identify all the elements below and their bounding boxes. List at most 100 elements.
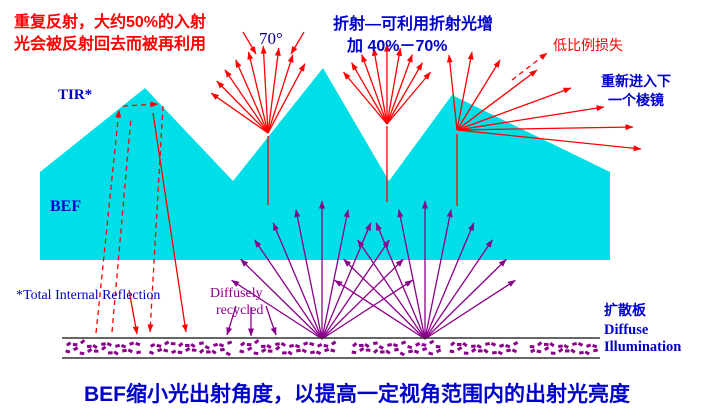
ray-line [424,258,507,340]
ray-line [424,209,453,340]
diffuser-particle [177,350,183,355]
diffuser-particle [352,342,358,348]
refraction-note-line2: 加 40%－70% [347,37,448,55]
ray-line [343,258,426,340]
diffuser-particle [456,342,462,346]
reenter-ray [456,129,642,152]
diffuser-particle [570,348,576,354]
diffuser-particle [550,351,556,355]
ray-line [254,239,323,340]
diffuser-particle [536,349,542,354]
diffuser-particle [530,348,536,354]
tir-label: TIR* [58,87,93,103]
diffuser-particles [65,339,599,357]
diffuse-illumination-label: Diffuse Illumination [604,322,681,357]
diffuser-particle [113,350,119,356]
diffusely-line2: recycled [216,302,264,318]
diffuser-particle [129,341,135,346]
diffuser-particle [122,348,127,353]
ray-line [272,222,323,340]
reenter-ray [456,124,634,131]
diffuser-particle [449,341,456,347]
tir-footnote: *Total Internal Reflection [16,288,161,303]
diffuser-particle [584,350,590,356]
diffuser-particle [492,350,497,355]
diffuser-particle [505,344,511,349]
diffuser-particle [218,343,225,348]
ray-line [210,92,269,134]
diffuser-particle [275,342,280,346]
diffuser-particle [536,341,543,347]
ray-line [267,47,281,134]
diffuser-particle [309,341,315,347]
diffuser-particle [211,349,217,355]
ray-line [386,71,432,125]
diffuser-particle [296,348,301,353]
diffuser-particle [247,346,253,352]
diffuse-illumination-line1: Diffuse [604,322,649,338]
diffuser-particle [401,340,407,345]
diffuser-particle [331,340,337,346]
diffuser-particle [310,350,316,355]
diffuser-particle [373,348,379,354]
diffuser-particle [463,351,469,355]
diffuser-particle [359,347,365,353]
diffuser-particle [372,341,378,345]
tir-bounce-ray [122,101,159,108]
diffuser-particle [136,350,142,355]
diffuser-particle [470,347,477,353]
diffuser-particle [191,348,197,352]
ray-line [386,54,413,125]
bef-prism-film [40,68,610,260]
diffuser-particle [246,343,252,347]
ray-line [386,47,403,125]
diffuser-particle [227,340,233,345]
recycle-note: 重复反射，大约50%的入射 光会被反射回去而被再利用 [14,12,206,55]
diffuser-particle [239,341,246,347]
diffuser-particle [513,341,519,346]
diffuser-particle [365,348,371,352]
escape-ray [456,59,501,131]
diffuser-particle [86,347,93,353]
diffuser-particle [579,350,584,355]
reenter-label: 重新进入下 一个棱镜 [601,72,671,110]
diffuser-particle [65,341,72,347]
diffuser-particle [108,351,113,355]
diffuser-particle [476,344,482,349]
diffuser-particle [421,343,427,347]
ray-line [342,71,388,125]
escape-ray [456,87,572,131]
diffuser-particle [106,342,112,347]
diffuser-particle [163,348,169,353]
ray-line [424,279,516,340]
diffuser-particle [428,351,434,356]
caption: BEF缩小光出射角度，以提高一定视角范围内的出射光亮度 [84,383,630,406]
ray-line [247,51,269,134]
diffuser-particle [65,349,71,354]
diffuser-plate [62,337,600,359]
diffuser-particle [544,346,550,352]
diffuser-particle [157,347,163,353]
diffuser-particle [498,343,505,348]
diffuser-particle [324,347,330,353]
recycled-ray-down [147,105,164,333]
diffuser-particle [287,350,293,356]
diffuser-particle [558,344,563,348]
diffuser-particle [266,344,272,350]
reenter-line1: 重新进入下 [601,73,671,89]
diffuser-particle [171,349,177,355]
diffuser-particle [385,349,391,355]
diffuser-particle [80,339,86,345]
diffuser-particle [359,343,364,347]
ray-line [424,222,475,340]
diffuser-particle [190,343,196,349]
diffuser-particle [511,348,518,354]
diffuser-particle [422,346,428,352]
diffuser-particle [115,343,121,348]
angle-tick-left [242,31,257,55]
incident-rays [267,126,458,206]
tir-recycled-rays [95,101,188,335]
angle-tick-right [290,31,305,55]
diffusely-line1: Diffusely [210,286,263,301]
